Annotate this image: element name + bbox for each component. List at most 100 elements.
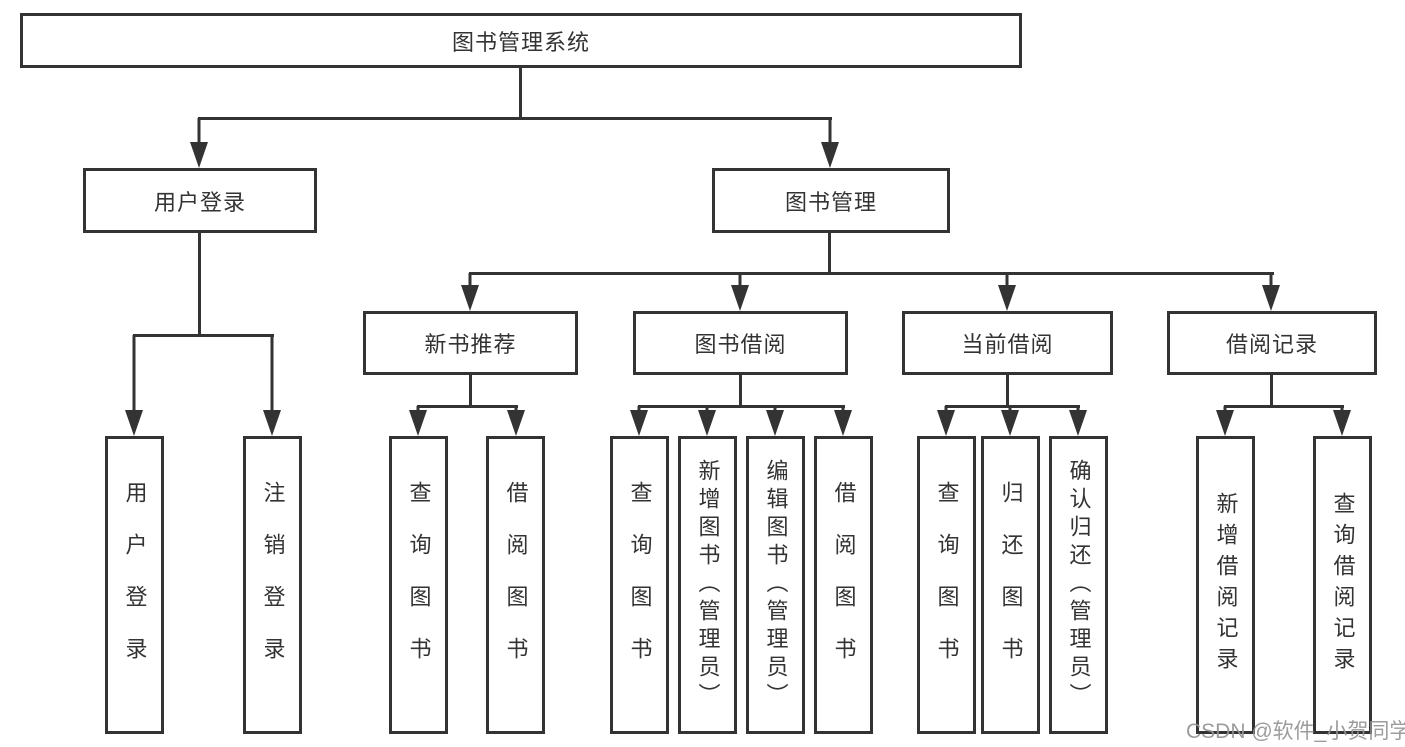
arrow-shaft xyxy=(270,335,274,416)
arrow-head-icon xyxy=(766,410,784,436)
arrow-shaft xyxy=(1269,273,1273,291)
leaf-logout: 注销登录 xyxy=(243,436,302,734)
node-new-book-recommend: 新书推荐 xyxy=(363,311,578,375)
leaf-add-borrow-record: 新增借阅记录 xyxy=(1196,436,1255,734)
arrow-to-current-borrow-icon xyxy=(996,273,1018,311)
arrow-head-icon xyxy=(1216,410,1234,436)
arrow-to-leaf-br-query-icon xyxy=(1331,406,1353,436)
line-new-book-stub xyxy=(469,375,472,407)
line-root-stub xyxy=(519,68,522,119)
leaf-book-borrow-add-admin: 新增图书（管理员） xyxy=(678,436,737,734)
leaf-new-book-query: 查询图书 xyxy=(389,436,448,734)
leaf-user-login-label: 用户登录 xyxy=(122,481,148,689)
arrow-to-leaf-bb-edit-icon xyxy=(764,406,786,436)
node-user-login-label: 用户登录 xyxy=(153,189,246,215)
arrow-to-leaf-logout-icon xyxy=(261,335,283,436)
arrow-to-book-mgmt-icon xyxy=(819,118,841,168)
leaf-user-login: 用户登录 xyxy=(105,436,164,734)
arrow-to-leaf-nb-query-icon xyxy=(407,406,429,436)
arrow-head-icon xyxy=(1333,410,1351,436)
node-book-borrow: 图书借阅 xyxy=(633,311,848,375)
arrow-shaft xyxy=(738,273,742,291)
leaf-confirm-return-admin: 确认归还（管理员） xyxy=(1049,436,1108,734)
node-current-borrow: 当前借阅 xyxy=(902,311,1113,375)
arrow-head-icon xyxy=(1262,285,1280,311)
arrow-head-icon xyxy=(507,410,525,436)
arrow-head-icon xyxy=(834,410,852,436)
node-current-borrow-label: 当前借阅 xyxy=(961,332,1054,357)
arrow-to-leaf-cb-query-icon xyxy=(935,406,957,436)
leaf-book-borrow-edit-admin: 编辑图书（管理员） xyxy=(746,436,805,734)
line-borrow-record-bar xyxy=(1224,405,1344,408)
arrow-to-leaf-br-add-icon xyxy=(1214,406,1236,436)
leaf-book-borrow-edit-admin-label: 编辑图书（管理员） xyxy=(763,459,789,711)
line-book-borrow-bar xyxy=(638,405,845,408)
arrow-to-user-login-icon xyxy=(188,118,210,168)
node-new-book-recommend-label: 新书推荐 xyxy=(424,332,517,357)
leaf-book-borrow-query-label: 查询图书 xyxy=(627,481,653,689)
arrow-to-leaf-cb-confirm-icon xyxy=(1067,406,1089,436)
arrow-head-icon xyxy=(1001,410,1019,436)
arrow-head-icon xyxy=(630,410,648,436)
arrow-to-new-book-icon xyxy=(459,273,481,311)
arrow-head-icon xyxy=(731,285,749,311)
arrow-head-icon xyxy=(1069,410,1087,436)
leaf-return-book-label: 归还图书 xyxy=(998,481,1024,689)
arrow-to-leaf-cb-return-icon xyxy=(999,406,1021,436)
arrow-head-icon xyxy=(190,142,208,168)
arrow-to-leaf-bb-borrow-icon xyxy=(832,406,854,436)
node-root-label: 图书管理系统 xyxy=(451,29,590,55)
node-user-login: 用户登录 xyxy=(83,168,317,233)
arrow-shaft xyxy=(468,273,472,291)
line-current-borrow-stub xyxy=(1006,375,1009,407)
node-root-system: 图书管理系统 xyxy=(20,13,1022,68)
leaf-book-borrow-query: 查询图书 xyxy=(610,436,669,734)
node-book-borrow-label: 图书借阅 xyxy=(694,332,787,357)
line-user-login-bar xyxy=(133,334,274,337)
arrow-head-icon xyxy=(409,410,427,436)
leaf-logout-label: 注销登录 xyxy=(260,481,286,689)
arrow-head-icon xyxy=(698,410,716,436)
arrow-shaft xyxy=(197,118,201,148)
line-book-mgmt-stub xyxy=(828,233,831,274)
arrow-head-icon xyxy=(821,142,839,168)
leaf-book-borrow-borrow: 借阅图书 xyxy=(814,436,873,734)
arrow-to-leaf-nb-borrow-icon xyxy=(505,406,527,436)
node-book-management: 图书管理 xyxy=(712,168,950,233)
arrow-shaft xyxy=(1005,273,1009,291)
arrow-head-icon xyxy=(998,285,1016,311)
line-new-book-bar xyxy=(417,405,518,408)
leaf-return-book: 归还图书 xyxy=(981,436,1040,734)
arrow-head-icon xyxy=(125,410,143,436)
node-borrow-record: 借阅记录 xyxy=(1167,311,1377,375)
arrow-to-book-borrow-icon xyxy=(729,273,751,311)
line-level2-bar xyxy=(198,117,832,120)
arrow-head-icon xyxy=(263,410,281,436)
line-book-borrow-stub xyxy=(739,375,742,407)
arrow-to-leaf-bb-add-icon xyxy=(696,406,718,436)
leaf-book-borrow-add-admin-label: 新增图书（管理员） xyxy=(695,459,721,711)
leaf-new-book-borrow: 借阅图书 xyxy=(486,436,545,734)
leaf-current-borrow-query: 查询图书 xyxy=(917,436,976,734)
arrow-to-borrow-record-icon xyxy=(1260,273,1282,311)
node-book-management-label: 图书管理 xyxy=(784,189,877,215)
node-borrow-record-label: 借阅记录 xyxy=(1225,332,1318,357)
leaf-confirm-return-admin-label: 确认归还（管理员） xyxy=(1066,459,1092,711)
arrow-head-icon xyxy=(937,410,955,436)
arrow-shaft xyxy=(828,118,832,148)
leaf-query-borrow-record-label: 查询借阅记录 xyxy=(1330,492,1356,678)
arrow-head-icon xyxy=(461,285,479,311)
line-borrow-record-stub xyxy=(1270,375,1273,407)
arrow-to-leaf-bb-query-icon xyxy=(628,406,650,436)
leaf-book-borrow-borrow-label: 借阅图书 xyxy=(831,481,857,689)
leaf-add-borrow-record-label: 新增借阅记录 xyxy=(1213,492,1239,678)
line-level3-bar xyxy=(469,272,1274,275)
leaf-query-borrow-record: 查询借阅记录 xyxy=(1313,436,1372,734)
line-current-borrow-bar xyxy=(945,405,1080,408)
leaf-new-book-query-label: 查询图书 xyxy=(406,481,432,689)
leaf-new-book-borrow-label: 借阅图书 xyxy=(503,481,529,689)
leaf-current-borrow-query-label: 查询图书 xyxy=(934,481,960,689)
arrow-shaft xyxy=(132,335,136,416)
line-user-login-stub xyxy=(198,233,201,336)
